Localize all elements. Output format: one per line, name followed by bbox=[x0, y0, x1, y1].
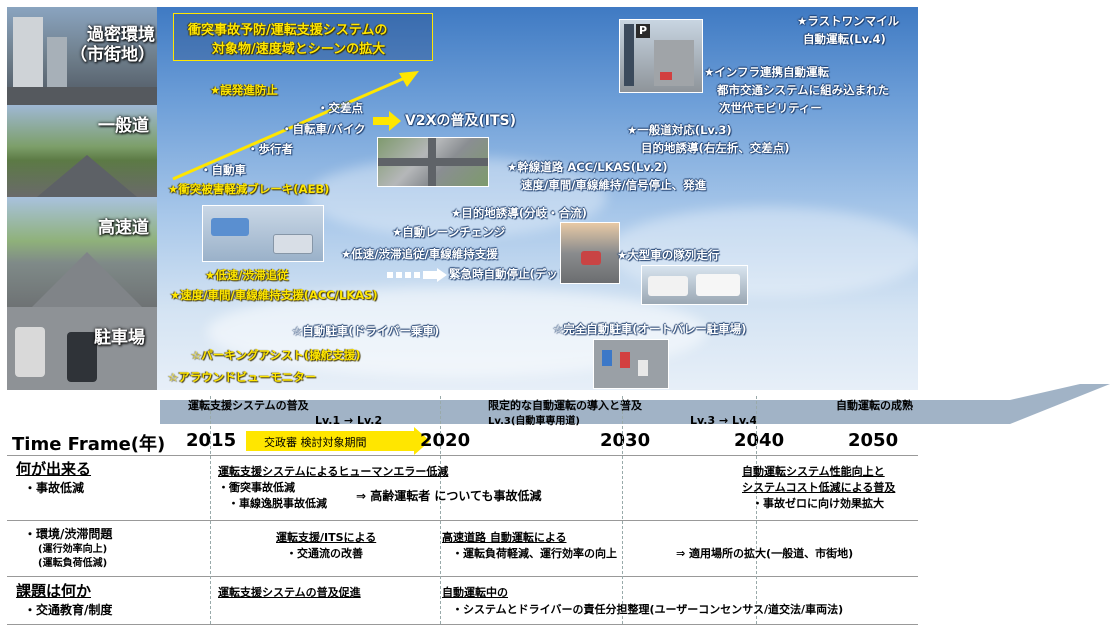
last-mile-detail: 自動運転(Lv.4) bbox=[803, 32, 886, 46]
row-issues: 課題は何か bbox=[16, 582, 92, 600]
phase-2-levels-2: Lv.3 → Lv.4 bbox=[690, 414, 758, 427]
time-frame-label: Time Frame(年) bbox=[12, 434, 166, 455]
human-error-reduction: 運転支援システムによるヒューマンエラー低減 bbox=[218, 465, 449, 478]
grid-2020 bbox=[440, 396, 441, 624]
car-item: ・自動車 bbox=[200, 163, 246, 177]
auto-lane-change: ★自動レーンチェンジ bbox=[392, 225, 506, 239]
highway-photo bbox=[7, 197, 157, 307]
timeline-arrow bbox=[160, 384, 1110, 424]
last-mile: ★ラストワンマイル bbox=[797, 14, 900, 28]
infra-detail-2: 次世代モビリティー bbox=[719, 101, 822, 115]
year-2030: 2030 bbox=[600, 430, 651, 451]
destination-guidance: ★目的地誘導(分岐・合流) bbox=[451, 206, 587, 220]
roadmap-panel: 過密環境 （市街地） 一般道 高速道 駐車場 衝突事故予防/運転支援システムの … bbox=[7, 7, 918, 390]
row-can-do: 何が出来る bbox=[16, 460, 92, 478]
phase-3-label: 自動運転の成熟 bbox=[836, 399, 913, 412]
platooning-photo bbox=[641, 265, 748, 305]
low-speed-lane-keep: ★低速/渋滞追従/車線維持支援 bbox=[341, 247, 498, 261]
phase-2-label: 限定的な自動運転の導入と普及 bbox=[488, 399, 642, 412]
general-road-lv3: ★一般道対応(Lv.3) bbox=[627, 123, 732, 137]
row-education: ・交通教育/制度 bbox=[24, 603, 113, 617]
row-accident: ・事故低減 bbox=[24, 481, 85, 495]
emergency-arrow-icon bbox=[387, 268, 447, 282]
parking-photo bbox=[7, 307, 157, 390]
scope-line-1: 衝突事故予防/運転支援システムの bbox=[188, 23, 388, 38]
year-2020: 2020 bbox=[420, 430, 471, 451]
acc-lkas-item: ★速度/車間/車線維持支援(ACC/LKAS) bbox=[170, 288, 378, 302]
year-2050: 2050 bbox=[848, 430, 899, 451]
bicycle-item: ・自転車/バイク bbox=[281, 122, 366, 136]
parking-sign-icon: P bbox=[636, 24, 650, 38]
elderly-drivers: ⇒ 高齢運転者 についても事故低減 bbox=[356, 489, 542, 503]
low-speed-follow: ★低速/渋滞追従 bbox=[205, 268, 289, 282]
promotion: 運転支援システムの普及促進 bbox=[218, 586, 361, 599]
highway-autonomous: 高速道路 自動運転による bbox=[442, 531, 567, 544]
expansion-arrow bbox=[172, 71, 419, 181]
grid-2030 bbox=[622, 396, 623, 624]
divider-1 bbox=[7, 455, 918, 456]
general-road-detail: 目的地誘導(右左折、交差点) bbox=[641, 141, 790, 155]
lane-departure-reduction: ・車線逸脱事故低減 bbox=[228, 497, 327, 510]
study-period-label: 交政審 検討対象期間 bbox=[264, 436, 367, 449]
infra-detail-1: 都市交通システムに組み込まれた bbox=[717, 83, 890, 97]
intersection-photo bbox=[377, 137, 489, 187]
general-road-photo bbox=[7, 105, 157, 197]
parking-assist: ☆パーキングアシスト(操舵支援) bbox=[191, 348, 361, 362]
divider-2 bbox=[7, 520, 918, 521]
collision-reduction: ・衝突事故低減 bbox=[218, 481, 295, 494]
row-label-urban: 過密環境 （市街地） bbox=[70, 25, 155, 65]
aeb-item: ★衝突被害軽減ブレーキ(AEB) bbox=[168, 182, 330, 196]
grid-2040 bbox=[756, 396, 757, 624]
zero-accident: ・事故ゼロに向け効果拡大 bbox=[752, 497, 884, 510]
platooning: ★大型車の隊列走行 bbox=[617, 248, 720, 262]
row-label-highway: 高速道 bbox=[98, 218, 149, 238]
row-environment: ・環境/渋滞問題 bbox=[24, 527, 113, 541]
lane-change-photo bbox=[560, 222, 620, 284]
row-env-sub-1: (運行効率向上) bbox=[38, 544, 108, 555]
trunk-road-lv2: ★幹線道路 ACC/LKAS(Lv.2) bbox=[507, 160, 668, 174]
infra-cooperative: ★インフラ連携自動運転 bbox=[704, 65, 829, 79]
urban-photo bbox=[7, 7, 157, 105]
scope-expansion-box: 衝突事故予防/運転支援システムの 対象物/速度域とシーンの拡大 bbox=[173, 13, 433, 61]
row-label-parking: 駐車場 bbox=[94, 328, 145, 348]
acc-lkas-photo bbox=[202, 205, 324, 262]
phase-1-levels: Lv.1 → Lv.2 bbox=[315, 414, 383, 427]
responsibility-sharing: ・システムとドライバーの責任分担整理(ユーザーコンセンサス/道交法/車両法) bbox=[452, 603, 844, 616]
phase-1-label: 運転支援システムの普及 bbox=[188, 399, 309, 412]
v2x-label: V2Xの普及(ITS) bbox=[405, 113, 517, 129]
its-support: 運転支援/ITSによる bbox=[276, 531, 377, 544]
year-2015: 2015 bbox=[186, 430, 237, 451]
pedestrian-item: ・歩行者 bbox=[247, 142, 293, 156]
grid-2015 bbox=[210, 396, 211, 624]
study-period-bar: 交政審 検討対象期間 bbox=[246, 427, 430, 455]
area-expansion: ⇒ 適用場所の拡大(一般道、市街地) bbox=[676, 547, 854, 560]
full-auto-parking: ☆完全自動駐車(オートバレー駐車場) bbox=[553, 322, 747, 336]
smart-city-photo: P bbox=[619, 19, 703, 93]
row-env-sub-2: (運転負荷低減) bbox=[38, 558, 108, 569]
row-label-general: 一般道 bbox=[98, 116, 149, 136]
trunk-road-detail: 速度/車間/車線維持/信号停止、発進 bbox=[521, 178, 707, 192]
v2x-arrow-icon bbox=[373, 111, 401, 131]
year-2040: 2040 bbox=[734, 430, 785, 451]
load-reduction: ・運転負荷軽減、運行効率の向上 bbox=[452, 547, 617, 560]
around-view-monitor: ☆アラウンドビューモニター bbox=[168, 370, 317, 384]
during-autonomous: 自動運転中の bbox=[442, 586, 508, 599]
traffic-flow: ・交通流の改善 bbox=[286, 547, 363, 560]
divider-4 bbox=[7, 624, 918, 625]
valet-parking-photo bbox=[593, 339, 669, 389]
phase-2-levels: Lv.3(自動車専用道) bbox=[488, 416, 580, 427]
auto-parking: ☆自動駐車(ドライバー乗車) bbox=[292, 324, 440, 338]
intersection-item: ・交差点 bbox=[317, 101, 363, 115]
divider-3 bbox=[7, 576, 918, 577]
scope-line-2: 対象物/速度域とシーンの拡大 bbox=[212, 42, 386, 57]
misstart-prevention: ★誤発進防止 bbox=[210, 83, 278, 97]
cost-down-2: システムコスト低減による普及 bbox=[742, 481, 896, 494]
cost-down-1: 自動運転システム性能向上と bbox=[742, 465, 885, 478]
